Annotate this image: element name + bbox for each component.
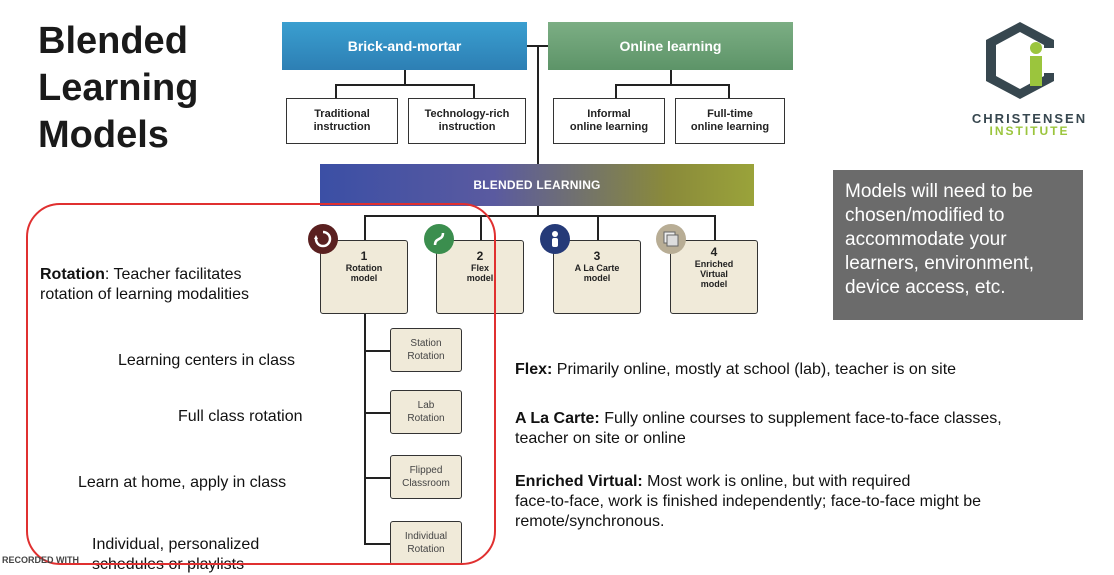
model-label: Enriched	[694, 259, 734, 269]
enriched-virtual-definition: Enriched Virtual: Most work is online, b…	[515, 472, 981, 532]
note-box: Models will need to be chosen/modified t…	[833, 170, 1083, 320]
flex-icon	[424, 224, 454, 254]
rotation-def-text: : Teacher facilitates	[104, 266, 242, 283]
title-line-2: Learning	[38, 67, 199, 109]
flex-definition: Flex: Primarily online, mostly at school…	[515, 360, 956, 380]
rotation-definition: Rotation: Teacher facilitates rotation o…	[40, 265, 249, 305]
christensen-logo-icon	[980, 18, 1060, 103]
alacarte-def-bold: A La Carte:	[515, 410, 600, 427]
model-number: 3	[593, 249, 601, 263]
page-title: Blended Learning Models	[38, 18, 198, 159]
enriched-def-bold: Enriched Virtual:	[515, 473, 643, 490]
model-number: 4	[710, 245, 718, 259]
lab-rotation-desc: Full class rotation	[178, 408, 303, 425]
logo-line-2: INSTITUTE	[989, 124, 1070, 138]
highlight-circle	[26, 203, 496, 565]
title-line-3: Models	[38, 114, 169, 156]
flipped-classroom-desc: Learn at home, apply in class	[78, 474, 287, 491]
connector	[615, 84, 617, 100]
logo-line-1: CHRISTENSEN	[971, 111, 1088, 126]
connector	[728, 84, 730, 100]
connector	[537, 45, 539, 164]
connector	[335, 84, 337, 100]
model-label: Virtual	[700, 269, 728, 279]
watermark: RECORDED WITH	[2, 555, 79, 565]
rotation-icon	[308, 224, 338, 254]
connector	[364, 543, 390, 545]
rotation-def-line2: rotation of learning modalities	[40, 286, 250, 303]
connector	[364, 215, 366, 240]
model-number: 2	[476, 249, 484, 263]
connector	[364, 412, 390, 414]
connector	[597, 215, 599, 240]
connector	[335, 84, 473, 86]
rotation-model-box: 1 Rotation model	[320, 240, 408, 314]
alacarte-def-line2: teacher on site or online	[515, 430, 686, 447]
connector	[364, 314, 366, 544]
alacarte-def-text: Fully online courses to supplement face-…	[599, 410, 1002, 427]
rotation-def-bold: Rotation	[40, 266, 105, 283]
connector	[364, 215, 714, 217]
connector	[364, 477, 390, 479]
station-rotation-desc: Learning centers in class	[118, 352, 295, 369]
layers-icon	[656, 224, 686, 254]
flex-def-text: Primarily online, mostly at school (lab)…	[552, 361, 957, 378]
online-learning-header: Online learning	[548, 22, 793, 70]
enriched-def-text: Most work is online, but with required	[642, 473, 911, 490]
blended-learning-bar: BLENDED LEARNING	[320, 164, 754, 206]
model-label: A La Carte	[574, 263, 620, 273]
logo-text: CHRISTENSEN INSTITUTE	[962, 112, 1097, 138]
brick-and-mortar-header: Brick-and-mortar	[282, 22, 527, 70]
enriched-def-line3: remote/synchronous.	[515, 513, 665, 530]
connector	[670, 70, 672, 84]
model-label: model	[700, 279, 728, 289]
flex-model-box: 2 Flex model	[436, 240, 524, 314]
model-label: model	[466, 273, 494, 283]
person-icon	[540, 224, 570, 254]
individual-desc-line1: Individual, personalized	[92, 536, 260, 553]
enriched-virtual-model-box: 4 Enriched Virtual model	[670, 240, 758, 314]
connector	[537, 206, 539, 216]
model-label: Rotation	[345, 263, 383, 273]
enriched-def-line2: face-to-face, work is finished independe…	[515, 493, 982, 510]
model-number: 1	[360, 249, 368, 263]
model-label: Flex	[470, 263, 489, 273]
connector	[615, 84, 728, 86]
connector	[364, 350, 390, 352]
connector	[714, 215, 716, 240]
a-la-carte-model-box: 3 A La Carte model	[553, 240, 641, 314]
connector	[404, 70, 406, 84]
flex-def-bold: Flex:	[515, 361, 553, 378]
a-la-carte-definition: A La Carte: Fully online courses to supp…	[515, 409, 1002, 449]
model-label: model	[583, 273, 611, 283]
model-label: model	[350, 273, 378, 283]
connector	[473, 84, 475, 100]
title-line-1: Blended	[38, 20, 188, 62]
